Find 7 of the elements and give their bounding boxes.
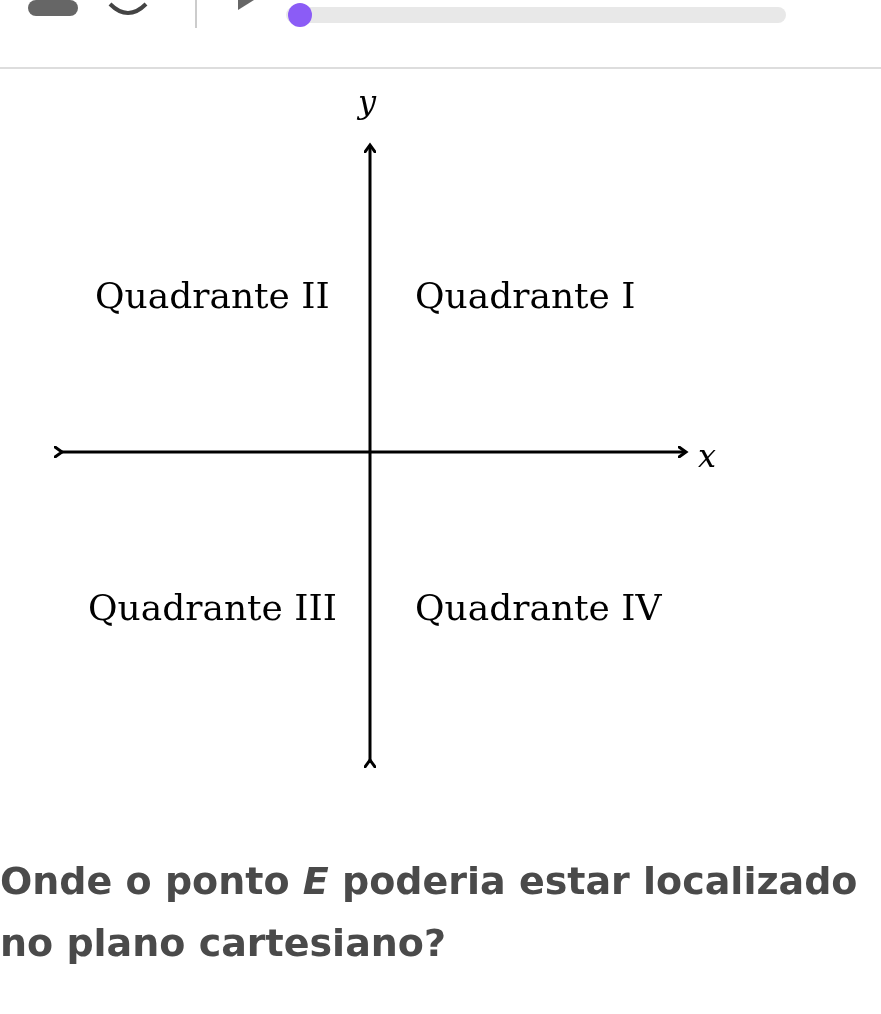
question-text: Onde o ponto E poderia estar localizado no plano cartesiano?: [0, 858, 859, 967]
quadrant-label: Quadrante II: [95, 278, 330, 314]
quadrant-label: Quadrante IV: [415, 590, 662, 626]
quadrant-label: Quadrante I: [415, 278, 636, 314]
axis-label: x: [698, 440, 717, 472]
axis-label: y: [358, 86, 377, 118]
quadrant-label: Quadrante III: [88, 590, 337, 626]
